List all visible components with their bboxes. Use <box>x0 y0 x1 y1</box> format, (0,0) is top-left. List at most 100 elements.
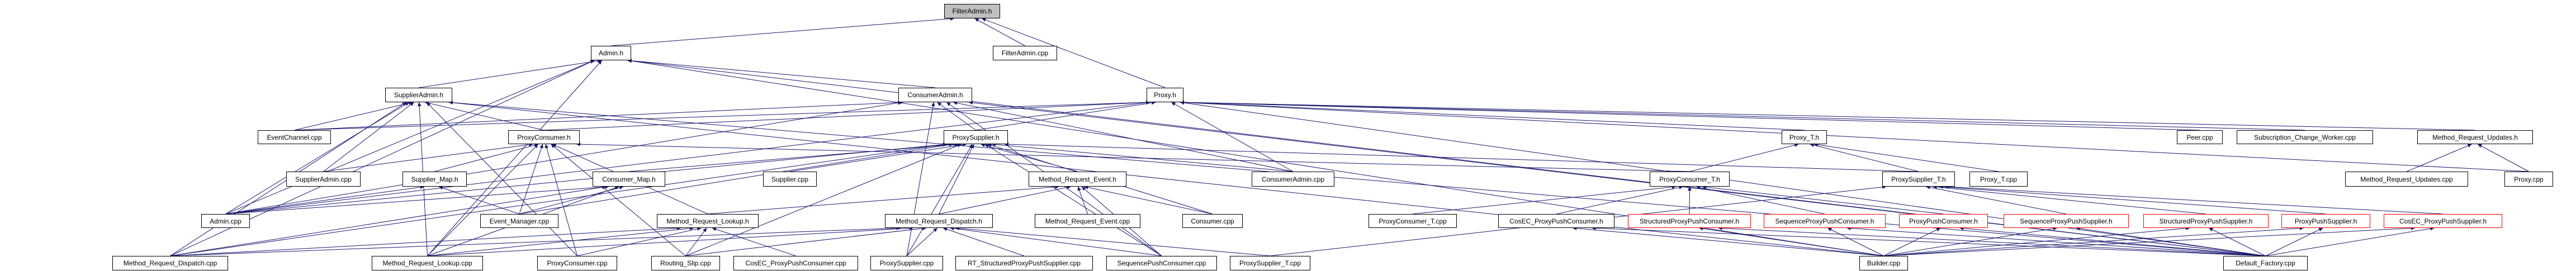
node-consumer-cpp[interactable]: Consumer.cpp <box>1182 214 1243 228</box>
edge-consumeradmin-cpp-to-proxy-h <box>1171 102 1294 172</box>
node-method-request-dispatch-h[interactable]: Method_Request_Dispatch.h <box>885 214 993 228</box>
node-sequenceproxypushsupplier-h[interactable]: SequenceProxyPushSupplier.h <box>2004 214 2129 228</box>
edge-peer-cpp-to-proxy-h <box>1180 100 2200 131</box>
edge-proxysupplier-t-cpp-to-method-request-dispatch-h <box>955 226 1271 256</box>
node-method-request-updates-cpp[interactable]: Method_Request_Updates.cpp <box>2345 172 2468 187</box>
edge-proxyconsumer-cpp-to-method-request-lookup-h <box>577 227 702 256</box>
edge-proxyconsumer-cpp-to-proxyconsumer-h <box>544 144 577 256</box>
edge-proxysupplier-cpp-to-consumeradmin-h <box>906 102 935 256</box>
node-consumeradmin-h[interactable]: ConsumerAdmin.h <box>898 88 972 102</box>
edge-default-factory-cpp-to-cosec-proxypushconsumer-h <box>1592 226 2266 256</box>
edge-admin-cpp-to-consumeradmin-h <box>225 101 902 215</box>
edge-admin-cpp-to-supplier-map-h <box>225 185 424 215</box>
edge-eventchannel-cpp-to-supplieradmin-h <box>294 101 413 131</box>
node-supplieradmin-h[interactable]: SupplierAdmin.h <box>385 88 452 102</box>
node-consumeradmin-cpp[interactable]: ConsumerAdmin.cpp <box>1252 172 1334 187</box>
edge-method-request-lookup-cpp-to-method-request-lookup-h <box>427 226 694 256</box>
edge-proxy-h-to-filteradmin-h <box>982 18 1166 88</box>
node-supplier-map-h[interactable]: Supplier_Map.h <box>402 172 467 187</box>
node-method-request-lookup-cpp[interactable]: Method_Request_Lookup.cpp <box>372 256 483 270</box>
node-filteradmin-h[interactable]: FilterAdmin.h <box>944 4 1000 18</box>
edge-sequenceproxypushsupplier-h-to-proxysupplier-t-h <box>1926 185 2067 215</box>
node-eventchannel-cpp[interactable]: EventChannel.cpp <box>258 130 331 144</box>
edge-proxy-t-cpp-to-proxy-t-h <box>1813 142 1999 172</box>
node-cosec-proxypushconsumer-cpp[interactable]: CosEC_ProxyPushConsumer.cpp <box>733 256 858 270</box>
edge-builder-cpp-to-sequenceproxypushconsumer-h <box>1827 227 1884 256</box>
edge-default-factory-cpp-to-supplieradmin-h <box>448 101 2266 256</box>
edge-proxyconsumer-t-cpp-to-proxyconsumer-t-h <box>1412 185 1676 215</box>
node-cosec-proxypushconsumer-h[interactable]: CosEC_ProxyPushConsumer.h <box>1498 214 1614 228</box>
node-proxyconsumer-cpp[interactable]: ProxyConsumer.cpp <box>537 256 617 270</box>
edge-sequencepushconsumer-cpp-to-method-request-dispatch-h <box>950 226 1162 256</box>
node-cosec-proxypushsupplier-h[interactable]: CosEC_ProxyPushSupplier.h <box>2384 214 2502 228</box>
node-proxy-t-cpp[interactable]: Proxy_T.cpp <box>1969 172 2028 187</box>
node-proxypushconsumer-h[interactable]: ProxyPushConsumer.h <box>1899 214 1988 228</box>
edge-proxy-t-h-to-proxy-h <box>1180 100 1805 131</box>
node-consumer-map-h[interactable]: Consumer_Map.h <box>593 172 665 187</box>
edge-default-factory-cpp-to-structuredproxypushconsumer-h <box>1718 226 2266 256</box>
edge-proxyconsumer-t-h-to-proxy-t-h <box>1689 143 1799 172</box>
node-method-request-lookup-h[interactable]: Method_Request_Lookup.h <box>657 214 759 228</box>
node-peer-cpp[interactable]: Peer.cpp <box>2177 130 2223 144</box>
node-method-request-dispatch-cpp[interactable]: Method_Request_Dispatch.cpp <box>112 256 228 270</box>
node-sequencepushconsumer-cpp[interactable]: SequencePushConsumer.cpp <box>1106 256 1217 270</box>
edge-builder-cpp-to-proxypushconsumer-h <box>1883 227 1941 256</box>
edge-method-request-dispatch-cpp-to-consumer-map-h <box>170 185 607 256</box>
edge-default-factory-cpp-to-sequenceproxypushconsumer-h <box>1846 226 2266 256</box>
node-subscription-change-worker-cpp[interactable]: Subscription_Change_Worker.cpp <box>2237 130 2373 144</box>
edge-method-request-updates-h-to-proxy-h <box>1180 100 2475 131</box>
node-supplieradmin-cpp[interactable]: SupplierAdmin.cpp <box>286 172 361 187</box>
node-sequenceproxypushconsumer-h[interactable]: SequenceProxyPushConsumer.h <box>1764 214 1886 228</box>
node-routing-slip-cpp[interactable]: Routing_Slip.cpp <box>651 256 720 270</box>
edge-admin-cpp-to-proxysupplier-h <box>225 142 948 215</box>
edge-filteradmin-cpp-to-filteradmin-h <box>974 18 1025 46</box>
edge-routing-slip-cpp-to-proxysupplier-h <box>685 144 962 256</box>
node-default-factory-cpp[interactable]: Default_Factory.cpp <box>2223 256 2308 270</box>
edge-proxysupplier-t-h-to-proxy-t-h <box>1810 143 1919 172</box>
node-proxy-cpp[interactable]: Proxy.cpp <box>2504 172 2553 187</box>
edge-method-request-lookup-cpp-to-admin-h <box>427 60 602 256</box>
edge-admin-cpp-to-admin-h <box>225 60 595 215</box>
edge-default-factory-cpp-to-proxypushconsumer-h <box>1959 226 2266 256</box>
node-method-request-event-cpp[interactable]: Method_Request_Event.cpp <box>1035 214 1140 228</box>
node-builder-cpp[interactable]: Builder.cpp <box>1859 256 1908 270</box>
edge-method-request-event-cpp-to-method-request-event-h <box>1077 186 1088 215</box>
edge-admin-cpp-to-supplieradmin-h <box>225 102 409 215</box>
edge-builder-cpp-to-proxypushsupplier-h <box>1883 226 2304 256</box>
node-admin-h[interactable]: Admin.h <box>591 46 631 60</box>
node-filteradmin-cpp[interactable]: FilterAdmin.cpp <box>993 46 1057 60</box>
edge-supplier-cpp-to-proxysupplier-h <box>789 142 967 172</box>
edge-event-manager-cpp-to-supplier-map-h <box>438 186 520 215</box>
node-proxypushsupplier-h[interactable]: ProxyPushSupplier.h <box>2281 214 2370 228</box>
node-proxysupplier-cpp[interactable]: ProxySupplier.cpp <box>870 256 943 270</box>
node-proxysupplier-t-cpp[interactable]: ProxySupplier_T.cpp <box>1230 256 1310 270</box>
node-proxysupplier-t-h[interactable]: ProxySupplier_T.h <box>1882 172 1955 187</box>
node-proxyconsumer-t-cpp[interactable]: ProxyConsumer_T.cpp <box>1368 214 1457 228</box>
edge-proxyconsumer-h-to-proxy-h <box>543 100 1150 131</box>
node-proxyconsumer-h[interactable]: ProxyConsumer.h <box>508 130 580 144</box>
node-event-manager-cpp[interactable]: Event_Manager.cpp <box>480 214 558 228</box>
node-structuredproxypushsupplier-h[interactable]: StructuredProxyPushSupplier.h <box>2143 214 2269 228</box>
edge-builder-cpp-to-structuredproxypushconsumer-h <box>1699 226 1884 256</box>
edge-proxysupplier-h-to-proxy-h <box>976 101 1156 131</box>
node-proxyconsumer-t-h[interactable]: ProxyConsumer_T.h <box>1650 172 1730 187</box>
edge-default-factory-cpp-to-cosec-proxypushsupplier-h <box>2265 226 2435 256</box>
node-supplier-cpp[interactable]: Supplier.cpp <box>763 172 817 187</box>
node-method-request-updates-h[interactable]: Method_Request_Updates.h <box>2417 130 2533 144</box>
edge-proxyconsumer-cpp-to-supplieradmin-h <box>426 102 577 256</box>
edge-method-request-updates-cpp-to-method-request-updates-h <box>2406 144 2472 172</box>
edge-consumer-map-h-to-proxysupplier-h <box>628 142 959 172</box>
edge-method-request-dispatch-h-to-method-request-event-h <box>939 185 1071 215</box>
node-admin-cpp[interactable]: Admin.cpp <box>201 214 250 228</box>
node-structuredproxypushconsumer-h[interactable]: StructuredProxyPushConsumer.h <box>1628 214 1751 228</box>
edge-sequenceproxypushconsumer-h-to-proxyconsumer-t-h <box>1696 186 1825 215</box>
node-proxysupplier-h[interactable]: ProxySupplier.h <box>944 130 1008 144</box>
node-proxy-h[interactable]: Proxy.h <box>1147 88 1183 102</box>
node-proxy-t-h[interactable]: Proxy_T.h <box>1782 130 1827 144</box>
edge-supplieradmin-h-to-admin-h <box>418 59 602 88</box>
node-rt-structuredproxypushsupplier-cpp[interactable]: RT_StructuredProxyPushSupplier.cpp <box>955 256 1093 270</box>
edge-proxysupplier-cpp-to-proxysupplier-h <box>906 144 973 256</box>
edge-method-request-dispatch-cpp-to-method-request-lookup-h <box>170 226 681 256</box>
node-method-request-event-h[interactable]: Method_Request_Event.h <box>1029 172 1126 187</box>
edge-method-request-lookup-cpp-to-proxyconsumer-h <box>427 144 538 256</box>
